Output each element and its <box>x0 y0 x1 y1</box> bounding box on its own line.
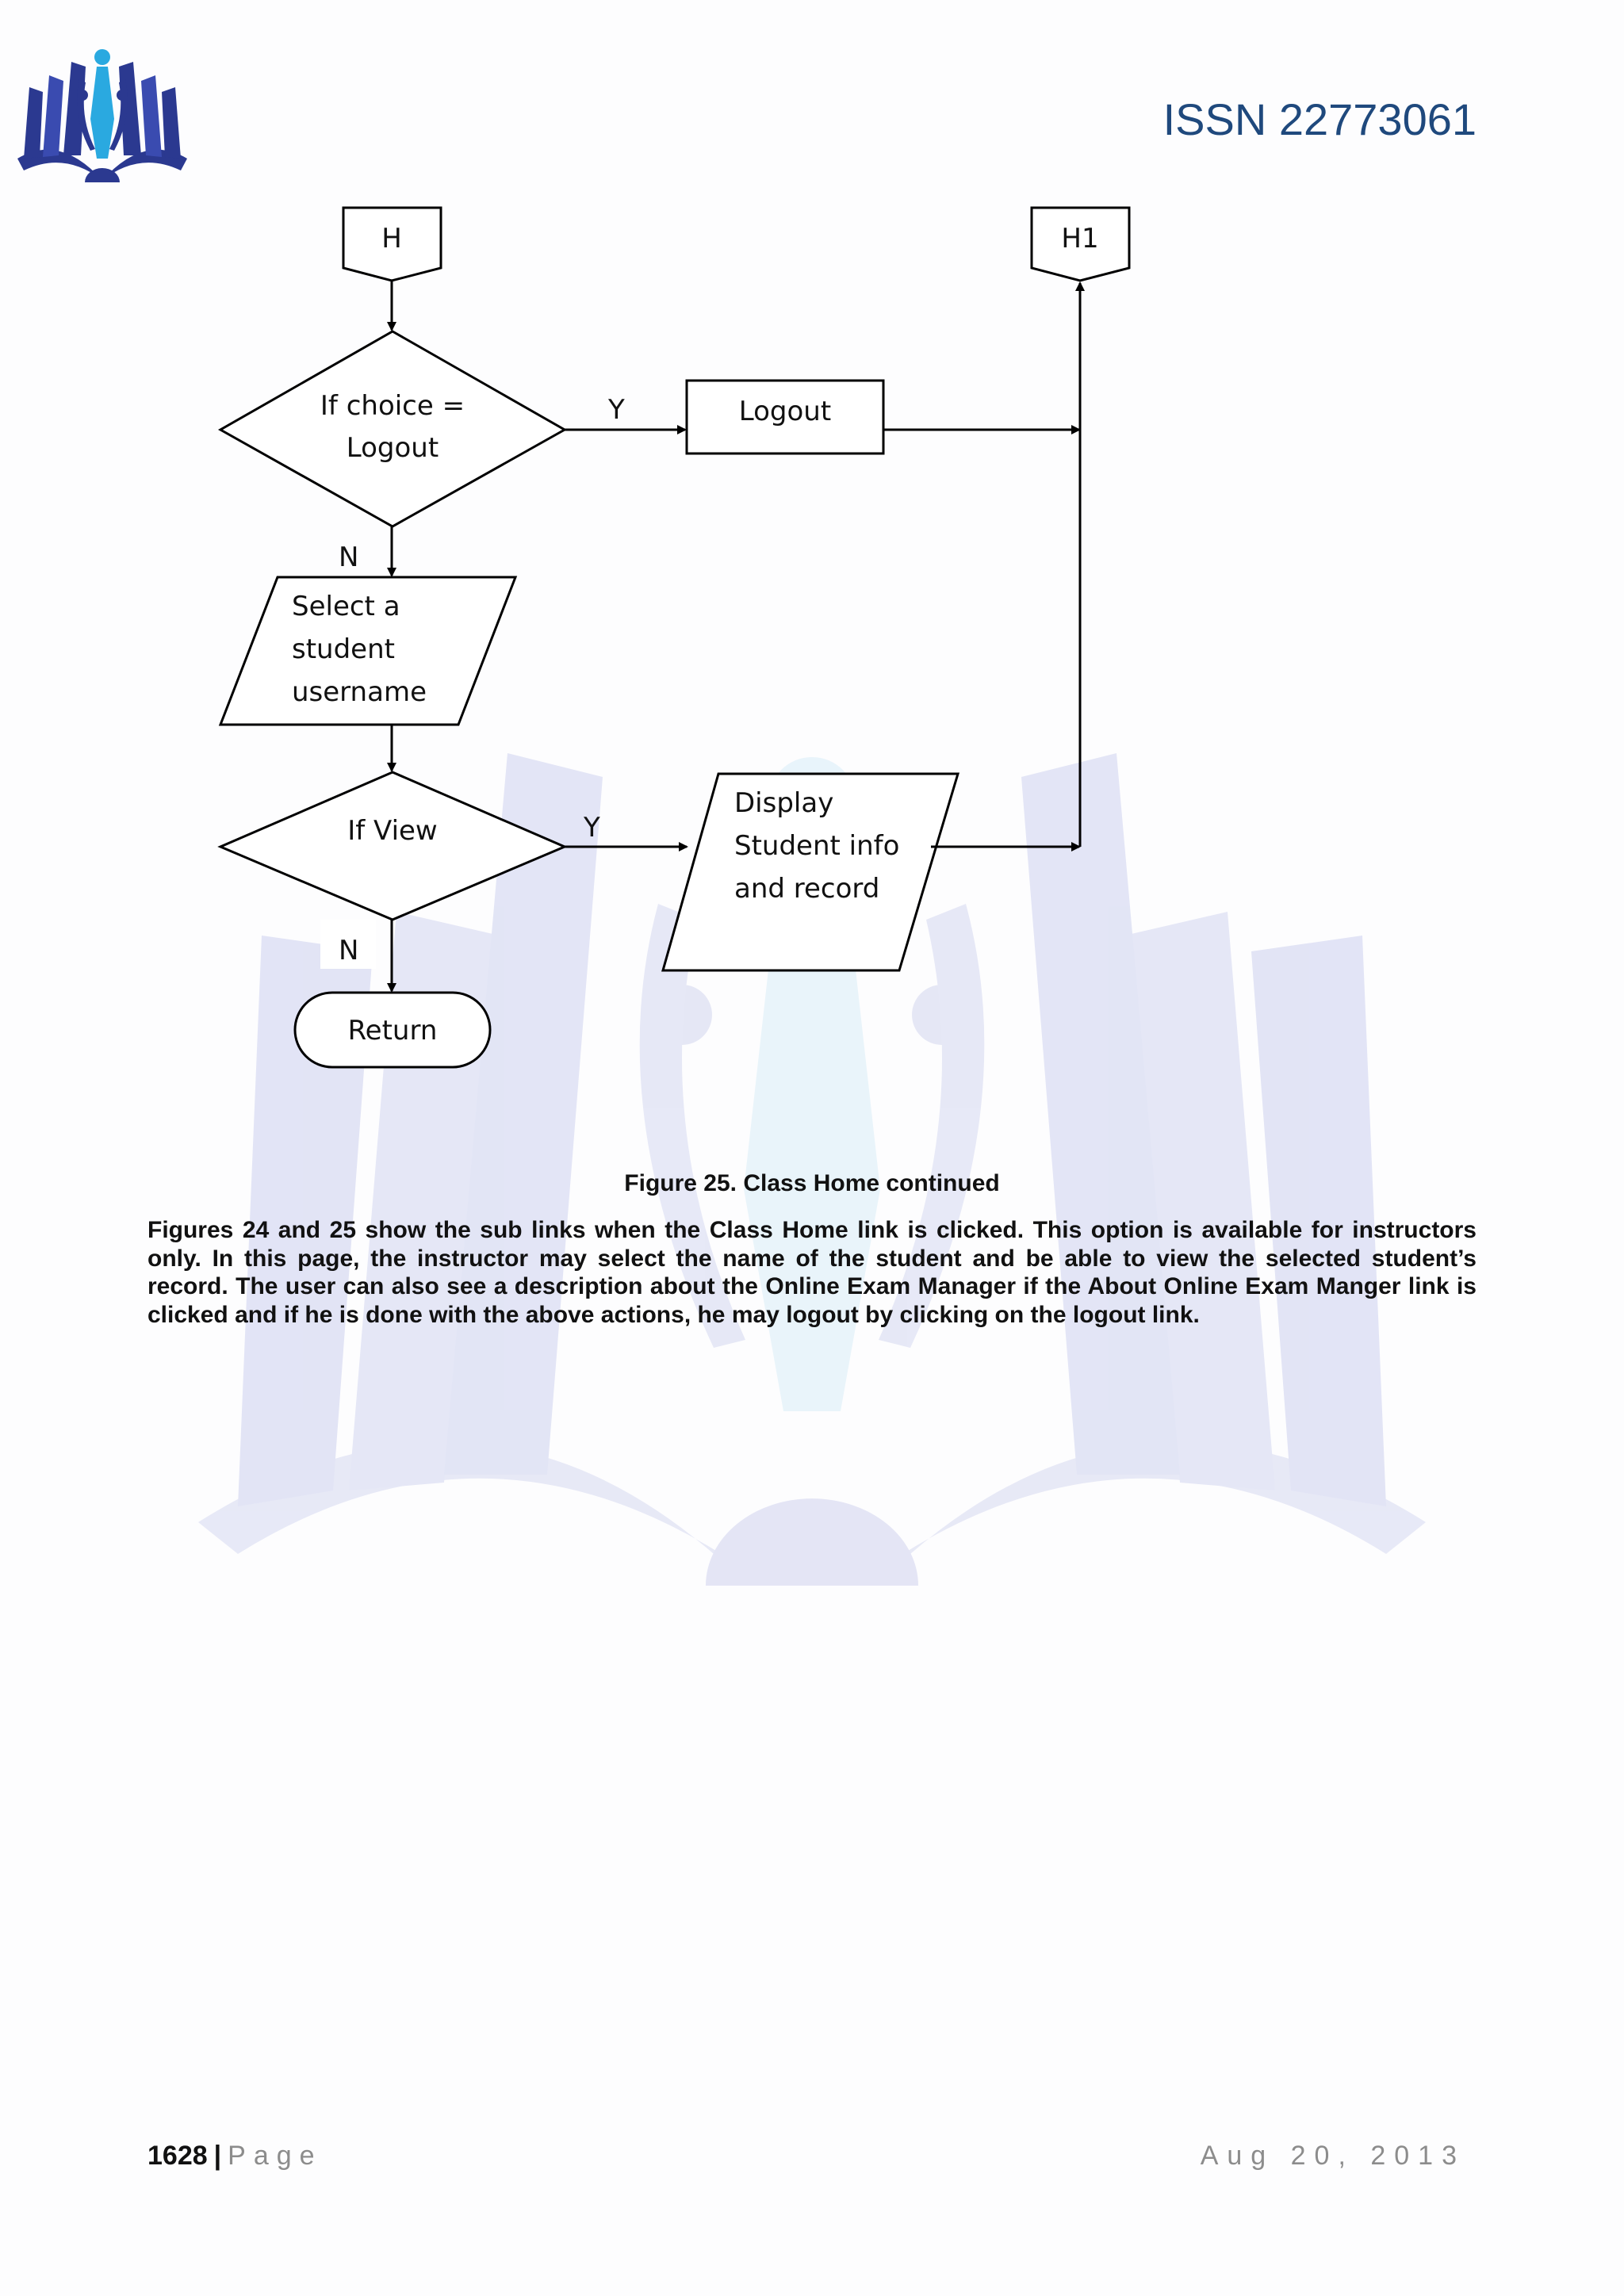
process-logout-shape <box>685 379 885 455</box>
connector-h-shape <box>342 206 442 282</box>
decision-logout-shape <box>217 330 568 528</box>
input-select-line2: student <box>292 633 395 665</box>
output-display-line3: and record <box>734 873 879 905</box>
page-number: 1628 <box>147 2141 208 2171</box>
decision-logout-line2: Logout <box>347 432 439 464</box>
journal-logo-icon <box>17 49 187 182</box>
label-y-display: Y <box>583 812 600 844</box>
terminal-return-shape <box>293 991 492 1069</box>
decision-view-label: If View <box>347 815 438 847</box>
label-y-logout: Y <box>607 394 625 426</box>
input-select-line1: Select a <box>292 591 400 622</box>
output-display-line1: Display <box>734 787 833 819</box>
footer-date: Aug 20, 2013 <box>1200 2141 1465 2171</box>
page-word: Page <box>228 2141 323 2171</box>
output-display-line2: Student info <box>734 830 899 862</box>
label-n-return: N <box>339 935 358 966</box>
input-select-shape <box>218 576 518 726</box>
connector-h-label: H <box>381 223 402 254</box>
page-separator: | <box>213 2141 222 2171</box>
input-select-line3: username <box>292 676 427 708</box>
terminal-return-label: Return <box>348 1015 438 1047</box>
issn-header: ISSN 22773061 <box>1162 94 1477 144</box>
output-display-shape <box>661 772 960 972</box>
figure-caption: Figure 25. Class Home continued <box>624 1170 1000 1196</box>
label-n-select: N <box>339 541 358 573</box>
decision-logout-line1: If choice = <box>320 390 465 422</box>
process-logout-label: Logout <box>739 396 831 427</box>
connector-h1-label: H1 <box>1061 223 1098 254</box>
footer-page-number: 1628|Page <box>147 2141 323 2172</box>
flowchart-diagram: H H1 If choice = Logout Logout If View R… <box>217 206 1131 1069</box>
connector-h1-shape <box>1030 206 1131 282</box>
body-paragraph: Figures 24 and 25 show the sub links whe… <box>147 1217 1477 1328</box>
